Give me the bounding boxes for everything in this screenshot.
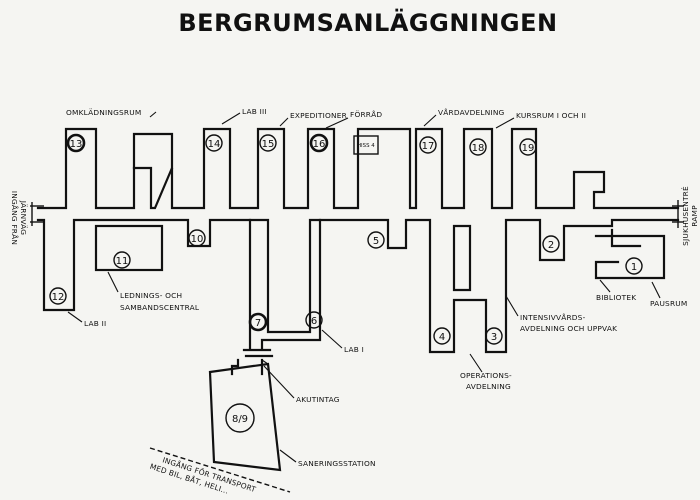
room-4-number: 4 [439, 332, 445, 343]
room-16-number: 16 [313, 139, 326, 150]
room-6-number: 6 [311, 316, 317, 327]
room-11-box [94, 224, 164, 272]
room-10-marker [188, 229, 206, 247]
leader-kursrum [495, 117, 515, 129]
room-14-number: 14 [208, 139, 221, 150]
leader-pausrum [651, 281, 661, 299]
leader-omkladningsrum [149, 111, 157, 118]
label-saneringsstation: SANERINGSSTATION [298, 459, 376, 468]
label-akutintag: AKUTINTAG [296, 395, 340, 404]
room-11-marker [113, 251, 131, 269]
leader-bibliotek [599, 279, 611, 293]
room-6-marker [305, 311, 323, 329]
diagram-title: BERGRUMSANLÄGGNINGEN [178, 8, 557, 37]
label-omkladningsrum: OMKLÄDNINGSRUM [66, 108, 141, 117]
label-vardavdelning: VÅRDAVDELNING [438, 108, 505, 117]
room-19-number: 19 [522, 143, 535, 154]
label-intensiv-1: INTENSIVVÅRDS- [520, 313, 586, 322]
leader-lab2 [67, 311, 83, 323]
transport-entrance-line [149, 447, 291, 493]
label-ingang-jarnvag-line1: INGÅNG FRÅN [10, 191, 19, 245]
room-2-number: 2 [548, 240, 554, 251]
label-ingang-transport: INGÅNG FÖR TRANSPORT MED BIL, BÅT, HELI.… [149, 455, 258, 495]
label-bibliotek: BIBLIOTEK [596, 293, 636, 302]
leader-lab3 [221, 112, 241, 125]
room-13-marker [66, 133, 86, 153]
room-17-number: 17 [422, 141, 435, 152]
acute-intake-connector [230, 348, 274, 376]
room-1-box [594, 234, 666, 280]
label-expeditioner: EXPEDITIONER [290, 111, 347, 120]
label-ledning-1: LEDNINGS- OCH [120, 291, 182, 300]
leader-akutintag [263, 365, 295, 399]
leader-operations [469, 353, 483, 373]
room-15-number: 15 [262, 139, 275, 150]
decon-link [261, 359, 269, 365]
room-13-number: 13 [70, 139, 83, 150]
room-3-marker [485, 327, 503, 345]
room-1-number: 1 [631, 262, 637, 273]
room-12-number: 12 [52, 292, 65, 303]
label-lab3: LAB III [242, 107, 267, 116]
room-18-number: 18 [472, 143, 485, 154]
label-pausrum: PAUSRUM [650, 299, 687, 308]
label-ingang-jarnvag: INGÅNG FRÅN JÄRNVÄG [10, 191, 28, 245]
label-sjukhusentre-ramp: SJUKHUSENTRÉ RAMP [681, 186, 699, 246]
label-hiss: HISS 4 [357, 143, 375, 149]
room-11-number: 11 [116, 256, 129, 267]
room-8-9-number: 8/9 [232, 414, 248, 425]
label-operations-2: AVDELNING [466, 382, 511, 391]
label-ingang-jarnvag-line2: JÄRNVÄG [19, 200, 28, 235]
room-17-marker [419, 136, 437, 154]
elevator-shaft [353, 135, 379, 155]
funnel-room-wall [132, 132, 174, 170]
room-1-inner [610, 228, 642, 248]
leader-vardavdelning [423, 114, 437, 127]
room-18-marker [469, 138, 487, 156]
leader-ledning [107, 271, 119, 293]
room-3-number: 3 [491, 332, 497, 343]
room-7-number: 7 [255, 318, 261, 329]
room-5-number: 5 [373, 236, 379, 247]
decontamination-building [208, 362, 282, 472]
leader-lab1 [321, 329, 343, 349]
room-5-marker [367, 231, 385, 249]
room-8-9-marker [225, 403, 255, 433]
label-kursrum: KURSRUM I OCH II [516, 111, 586, 120]
room-labels: OMKLÄDNINGSRUM LAB III EXPEDITIONER FÖRR… [10, 107, 699, 496]
leader-intensiv [505, 295, 519, 317]
label-lab2: LAB II [84, 319, 106, 328]
room-15-marker [259, 134, 277, 152]
main-corridor-upper-wall [36, 127, 680, 210]
label-sjukhus-line2: RAMP [690, 205, 699, 227]
room-14-marker [205, 134, 223, 152]
entrance-west-marks [30, 202, 44, 226]
room-4-marker [433, 327, 451, 345]
leader-forrad [325, 117, 349, 129]
leader-expeditioner [279, 117, 289, 127]
label-ledning-2: SAMBANDSCENTRAL [120, 303, 200, 312]
label-lab1: LAB I [344, 345, 364, 354]
entrance-east-marks [672, 200, 684, 228]
room-19-marker [519, 138, 537, 156]
room-numbers: 13 14 15 16 17 18 19 10 11 12 7 6 5 4 3 … [49, 133, 643, 433]
room-2-marker [542, 235, 560, 253]
label-sjukhus-line1: SJUKHUSENTRÉ [681, 186, 690, 246]
label-operations-1: OPERATIONS- [460, 371, 512, 380]
label-forrad: FÖRRÅD [350, 110, 382, 119]
label-intensiv-2: AVDELNING OCH UPPVAK [520, 324, 617, 333]
room-1-marker [625, 257, 643, 275]
room-16-marker [309, 133, 329, 153]
leader-saneringsstation [279, 449, 297, 463]
room-7-marker [248, 312, 268, 332]
room-10-number: 10 [191, 234, 204, 245]
room-12-marker [49, 287, 67, 305]
